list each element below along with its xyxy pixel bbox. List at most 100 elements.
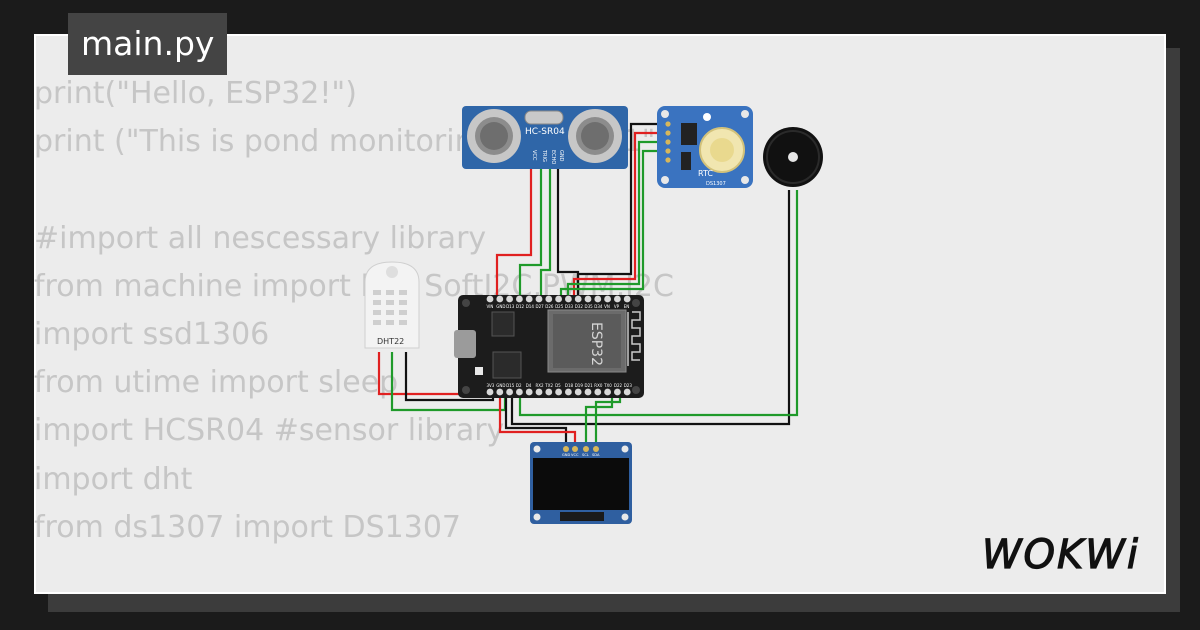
esp32-pin-label: GND [496,304,505,309]
esp32-pin-label: D23 [624,383,633,388]
esp32-pin[interactable] [604,388,611,396]
esp32-pin[interactable] [496,295,504,303]
esp32-pin-label: D14 [526,304,535,309]
esp32-pin[interactable] [614,295,621,303]
esp32-pin[interactable] [584,388,592,396]
esp32-pin[interactable] [574,295,582,303]
wire-oled-gnd [504,388,568,447]
esp32-pin-label: RX2 [536,383,545,388]
hc-sr04-pin-label: GND [558,150,564,162]
oled-pin[interactable] [572,446,578,452]
code-line: from ds1307 import DS1307 [34,509,461,545]
hc-sr04-label: HC-SR04 [525,127,565,137]
esp32-label: ESP32 [588,322,604,366]
esp32-pin-label: D27 [536,304,545,309]
esp32-pin[interactable] [614,388,621,396]
file-tab[interactable]: main.py [68,13,228,75]
esp32-pin[interactable] [506,388,513,396]
oled-pin[interactable] [583,446,589,452]
esp32-pin[interactable] [565,295,572,303]
esp32-pin[interactable] [516,388,523,396]
dht22-sensor[interactable]: DHT22 [364,261,420,349]
esp32-pin[interactable] [506,295,513,303]
esp32-pin-label: VP [614,304,620,309]
esp32-pin-label: D2 [516,383,522,388]
esp32-pin-label: D5 [555,383,561,388]
wire-rtc-scl [559,149,670,298]
wire-buzzer-sig [518,190,799,417]
esp32-pin-label: TX2 [544,383,553,388]
esp32-pin[interactable] [623,388,631,396]
oled-pin-label: SCL [582,453,589,457]
rtc-module[interactable]: RTC DS1307 [657,106,753,188]
esp32-pin-label: D19 [575,383,584,388]
esp32-pin[interactable] [574,388,582,396]
esp32-pin[interactable] [623,295,631,303]
esp32-pin-label: D34 [594,304,603,309]
rtc-pin-pads [665,121,671,163]
esp32-pin-label: D21 [585,383,594,388]
dht22-grille [373,290,407,325]
hc-sr04-pin-label: TRIG [541,149,547,162]
esp32-pin[interactable] [594,295,602,303]
code-line: print("Hello, ESP32!") [34,76,357,111]
esp32-pin[interactable] [555,388,562,396]
rtc-sublabel: DS1307 [706,181,726,187]
esp32-pin[interactable] [565,388,572,396]
wire-rtc-gnd [576,122,670,298]
esp32-pin[interactable] [486,388,494,396]
oled-pin-label: GND [562,453,570,457]
code-line: import HCSR04 #sensor library [34,413,505,449]
esp32-pin[interactable] [584,295,592,303]
esp32-pin-label: 3V3 [487,383,495,388]
esp32-pin[interactable] [604,295,611,303]
esp32-pin-label: D22 [614,383,623,388]
wokwi-logo-text: WOKWi [982,532,1140,578]
buzzer[interactable] [763,127,823,187]
esp32-pin-label: D18 [565,383,574,388]
esp32-antenna [627,311,641,366]
esp32-pin[interactable] [486,295,494,303]
wire-buzzer-gnd [510,190,791,426]
code-line: #import all nescessary library [34,220,487,256]
esp32-pin[interactable] [525,295,533,303]
oled-pin[interactable] [593,446,599,452]
oled-pin[interactable] [563,446,569,452]
wokwi-logo: WOKWi [981,531,1140,578]
esp32-pin-label: TX0 [603,383,612,388]
esp32-pin-label: D25 [555,304,564,309]
esp32-pin[interactable] [516,295,523,303]
esp32-pin[interactable] [525,388,533,396]
esp32-pin-label: GND [496,383,505,388]
esp32-pin-label: VN [604,304,610,309]
esp32-pin-label: D32 [575,304,584,309]
wire-sonar-trig [518,168,543,298]
rtc-label: RTC [698,169,713,178]
esp32-pin[interactable] [535,295,543,303]
oled-pin-label: SDA [592,453,600,457]
hc-sr04-pin-label: ECHO [550,150,556,164]
esp32-pin[interactable] [545,388,553,396]
dht22-label: DHT22 [377,337,404,346]
hc-sr04-pin-label: VCC [531,150,537,161]
esp32-pin-label: VIN [487,304,494,309]
esp32-pin[interactable] [555,295,562,303]
esp32-pin[interactable] [496,388,504,396]
esp32-pin[interactable] [535,388,543,396]
esp32-pin-label: D26 [545,304,554,309]
esp32-pin[interactable] [594,388,602,396]
esp32-pin-label: D13 [506,304,515,309]
code-line: import ssd1306 [34,316,270,352]
esp32-pin-label: D33 [565,304,574,309]
oled-pin-label: VCC [571,453,579,457]
esp32-pin-label: RX0 [594,383,603,388]
esp32-pin[interactable] [545,295,553,303]
code-line: import dht [34,461,193,497]
esp32-pin-label: EN [624,304,630,309]
